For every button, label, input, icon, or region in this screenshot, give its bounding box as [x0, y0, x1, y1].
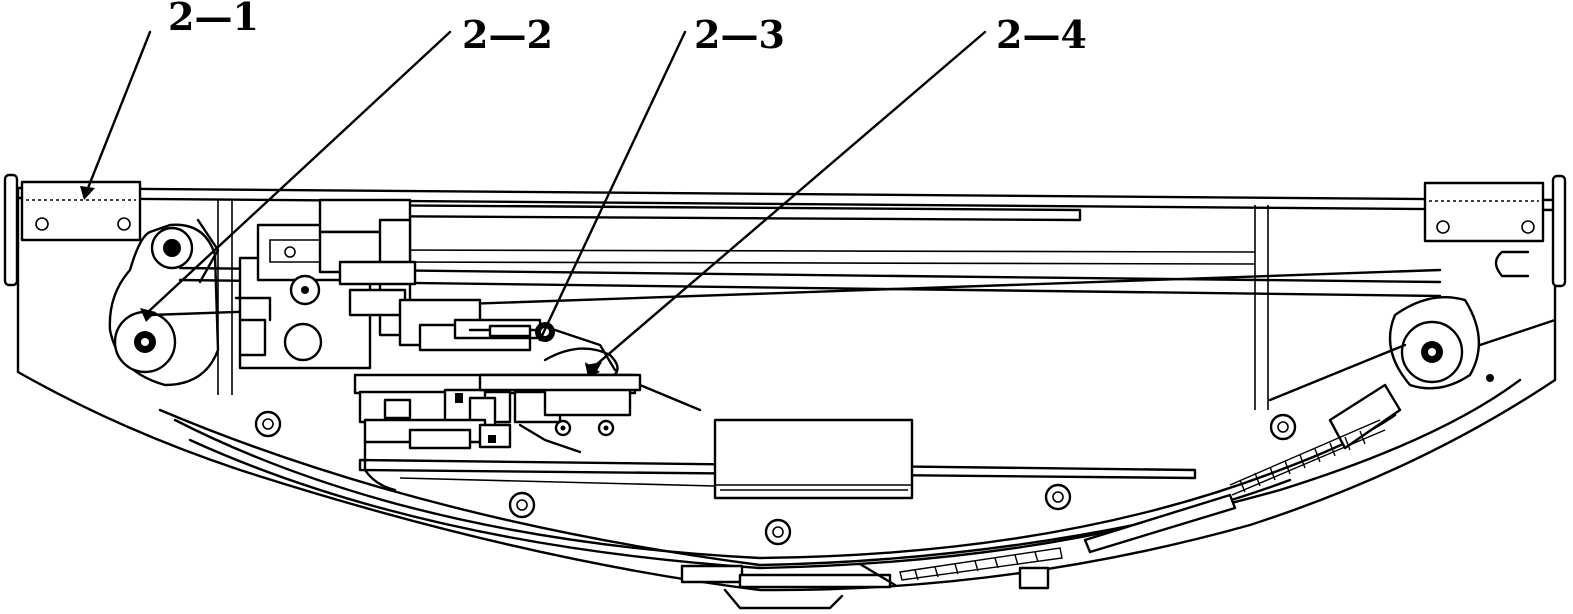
- curved-guide: [173, 383, 1402, 590]
- left-bracket: [3, 173, 142, 287]
- central-mechanism: [318, 198, 702, 492]
- callout-2-3: 2—3: [694, 12, 785, 57]
- motor-box: [713, 418, 914, 500]
- right-bracket: [1423, 174, 1567, 288]
- housing: [16, 186, 1557, 610]
- callout-2-2: 2—2: [462, 12, 553, 57]
- right-roller-assembly: [1268, 296, 1557, 402]
- screws: [254, 410, 1297, 546]
- leader-lines: [80, 30, 987, 376]
- callout-2-1: 2—1: [168, 0, 259, 39]
- callout-2-4: 2—4: [996, 12, 1087, 57]
